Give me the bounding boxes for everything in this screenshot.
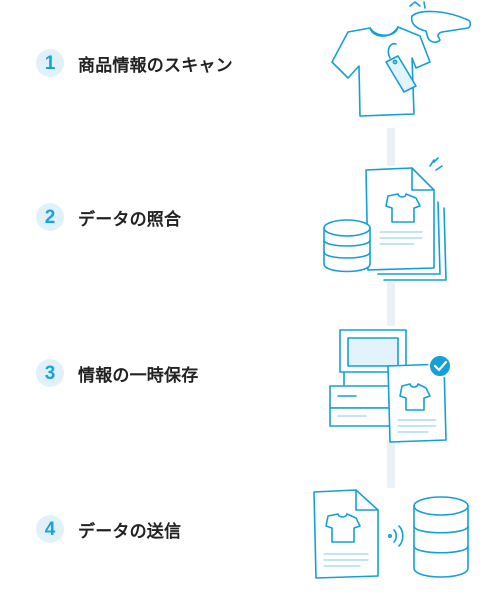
document-send-database-icon bbox=[306, 482, 476, 582]
step-label: データの照合 bbox=[78, 209, 182, 230]
step-label: データの送信 bbox=[78, 521, 182, 542]
step-number-badge: 1 bbox=[36, 49, 64, 77]
step-4: 4 データの送信 bbox=[36, 515, 181, 543]
step-label: 情報の一時保存 bbox=[78, 365, 199, 386]
step-number-badge: 4 bbox=[36, 515, 64, 543]
step-connector bbox=[387, 282, 395, 326]
step-1: 1 商品情報のスキャン bbox=[36, 49, 233, 77]
step-number-badge: 3 bbox=[36, 359, 64, 387]
step-number-badge: 2 bbox=[36, 203, 64, 231]
database-documents-icon bbox=[318, 156, 464, 284]
step-label: 商品情報のスキャン bbox=[78, 55, 233, 76]
scan-shirt-tag-icon bbox=[318, 0, 476, 130]
step-2: 2 データの照合 bbox=[36, 203, 181, 231]
step-connector bbox=[387, 440, 395, 488]
step-connector bbox=[387, 128, 395, 166]
pos-register-check-icon bbox=[326, 324, 460, 446]
step-3: 3 情報の一時保存 bbox=[36, 359, 198, 387]
